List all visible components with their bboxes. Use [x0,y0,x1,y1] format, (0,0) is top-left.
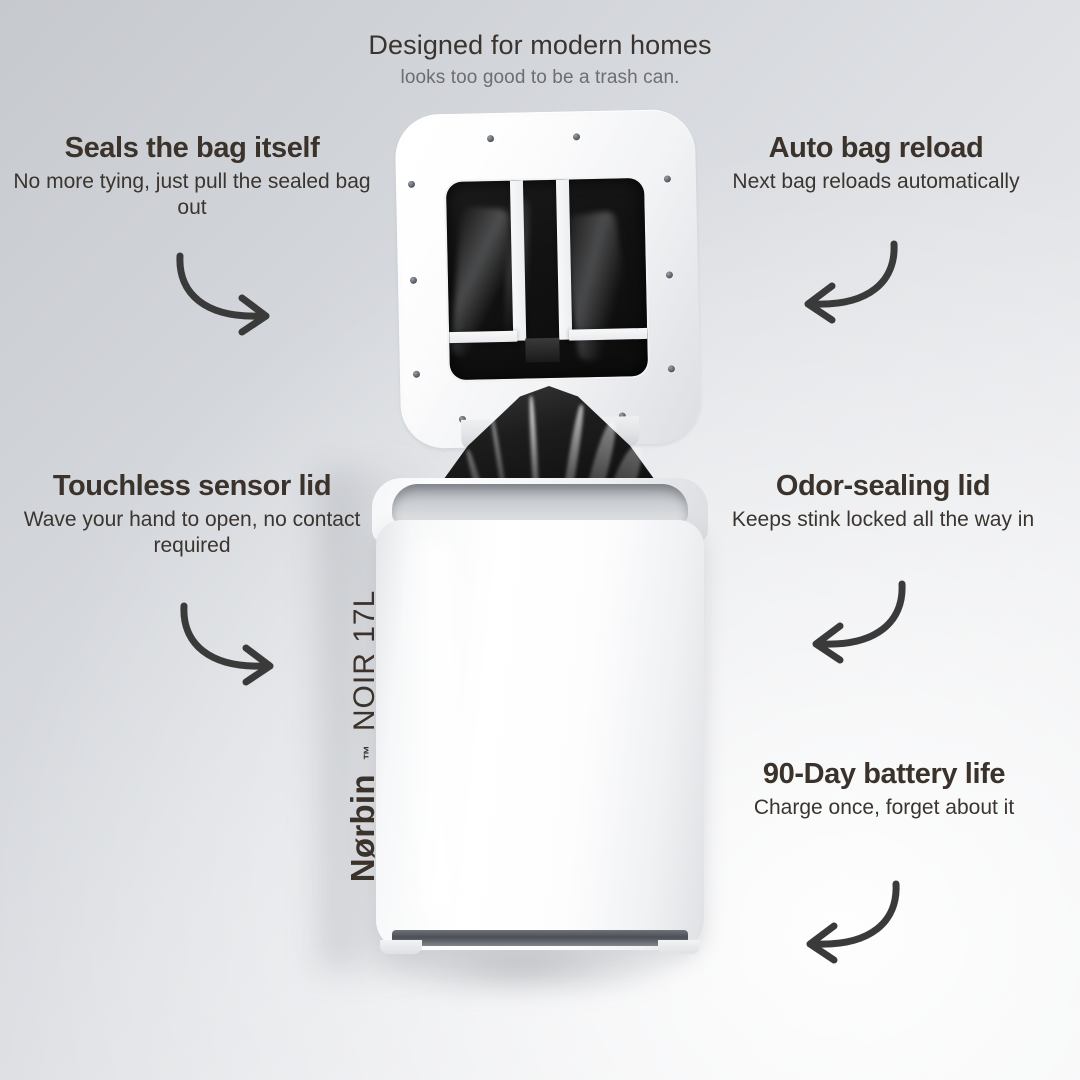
feature-description: No more tying, just pull the sealed bag … [13,170,371,220]
lid-divider-bar [449,330,518,344]
bin-front-panel [376,520,704,950]
feature-title: Auto bag reload [768,132,984,164]
page-title: Designed for modern homes [368,30,712,60]
feature-description: Charge once, forget about it [753,796,1015,820]
lid-divider-bar [555,179,573,340]
feature-title: Odor-sealing lid [775,470,991,502]
lid-center-slot [525,337,560,363]
feature-auto-bag-reload: Auto bag reload Next bag reloads automat… [706,132,1046,195]
feature-seals-the-bag-itself: Seals the bag itself No more tying, just… [8,132,376,221]
feature-title: 90-Day battery life [762,758,1006,790]
curved-arrow-down-left-icon [790,878,908,969]
product-model: NOIR 17L [348,589,381,732]
bin-highlight [398,538,472,918]
page-subtitle: looks too good to be a trash can. [400,67,680,88]
curved-arrow-down-right-icon [172,600,290,691]
curved-arrow-down-left-icon [788,238,906,329]
lid-divider-bar [569,327,648,341]
feature-touchless-sensor-lid: Touchless sensor lid Wave your hand to o… [8,470,376,559]
curved-arrow-down-right-icon [168,250,286,341]
feature-90-day-battery-life: 90-Day battery life Charge once, forget … [708,758,1060,821]
lid-screw-icon [663,175,672,183]
trash-can-body [372,478,708,978]
bin-foot [658,940,700,954]
brand-name: Nørbin [344,774,381,883]
feature-description: Next bag reloads automatically [732,170,1020,194]
feature-description: Wave your hand to open, no contact requi… [23,508,361,558]
brand-label: Nørbin ™ NOIR 17L [335,548,391,924]
bin-rim-inner [392,484,688,524]
feature-odor-sealing-lid: Odor-sealing lid Keeps stink locked all … [718,470,1048,533]
feature-description: Keeps stink locked all the way in [731,508,1035,532]
bin-foot [380,940,422,954]
feature-title: Seals the bag itself [64,132,320,164]
trademark-symbol: ™ [361,745,378,761]
lid-screw-icon [572,133,581,141]
header: Designed for modern homes looks too good… [0,30,1080,89]
lid-screw-icon [412,370,421,378]
bin-base-gap [392,930,688,946]
feature-title: Touchless sensor lid [52,470,332,502]
lid-opening [445,177,649,381]
curved-arrow-down-left-icon [796,578,914,669]
